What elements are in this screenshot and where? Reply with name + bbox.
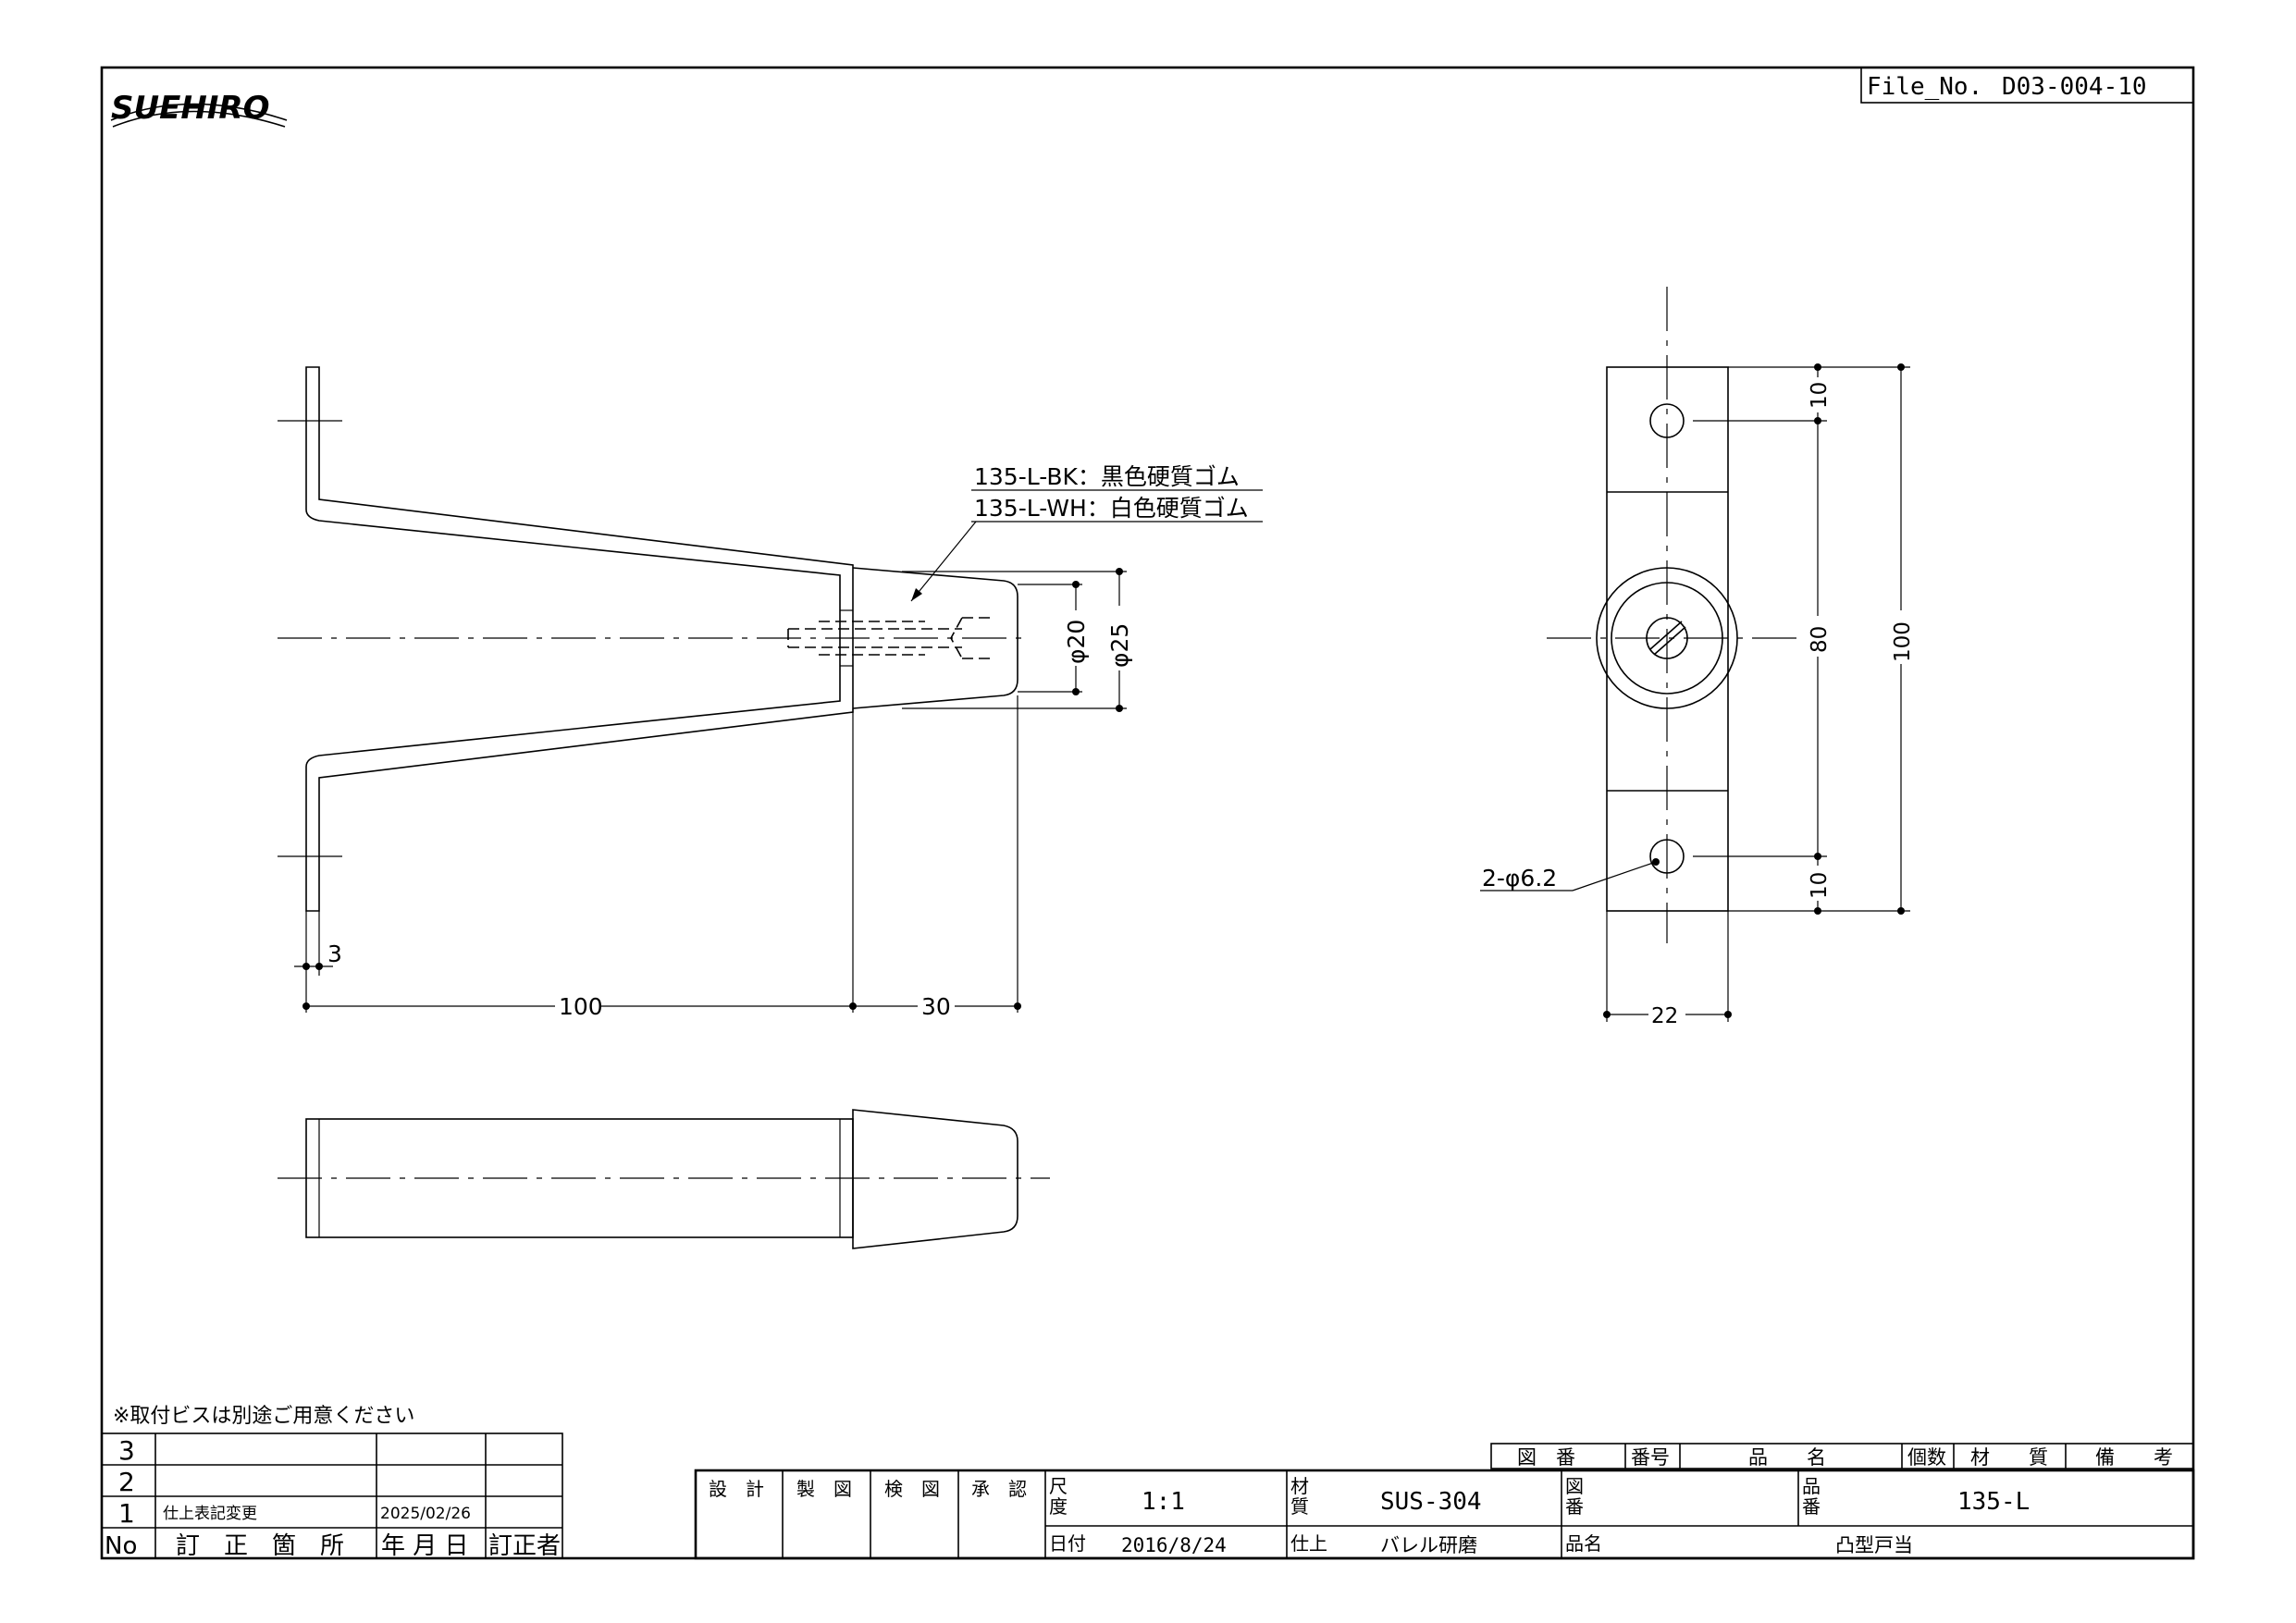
part-no-label-1: 品 <box>1802 1475 1821 1497</box>
dim-height-100: 100 <box>1891 621 1915 662</box>
material-label-1: 材 <box>1290 1475 1309 1497</box>
dim-top-10: 10 <box>1808 382 1832 409</box>
parts-col-drawing-no: 図 番 <box>1517 1446 1575 1469</box>
dim-dia-20: φ20 <box>1063 620 1090 664</box>
callout-bk: 135-L-BK：黒色硬質ゴム <box>974 463 1240 490</box>
dim-bottom-10: 10 <box>1808 872 1832 899</box>
drawing-no-label-1: 図 <box>1565 1475 1584 1497</box>
rev-row-1-no: 1 <box>118 1498 135 1529</box>
mounting-note: ※取付ビスは別途ご用意ください <box>113 1405 414 1428</box>
bottom-view <box>278 1109 1050 1249</box>
rev-row-3-no: 3 <box>118 1435 135 1466</box>
front-view: 135-L-BK：黒色硬質ゴム 135-L-WH：白色硬質ゴム φ20 φ25 … <box>278 366 1263 1020</box>
dim-dia-25: φ25 <box>1106 623 1133 668</box>
rev-header-date: 年 月 日 <box>381 1532 469 1560</box>
bracket-plate <box>305 366 854 912</box>
rubber-stopper <box>852 567 1018 709</box>
dim-hole-pitch-80: 80 <box>1808 626 1832 653</box>
approval-check: 検 図 <box>884 1478 940 1500</box>
rev-header-by: 訂正者 <box>488 1532 561 1560</box>
dim-length-100: 100 <box>559 993 603 1020</box>
dim-holes: 2-φ6.2 <box>1482 865 1557 891</box>
scale-value: 1:1 <box>1142 1488 1185 1516</box>
callout-wh: 135-L-WH：白色硬質ゴム <box>974 495 1249 522</box>
drawing-no-label-2: 番 <box>1565 1495 1584 1518</box>
part-name-label: 品名 <box>1565 1532 1602 1555</box>
title-block: 設 計 製 図 検 図 承 認 尺 度 1:1 材 質 SUS-304 図 番 … <box>694 1469 2195 1560</box>
rev-row-1-date: 2025/02/26 <box>380 1505 471 1523</box>
stopper-outer-circle <box>1596 567 1738 709</box>
scale-label-2: 度 <box>1049 1495 1068 1518</box>
dim-width-22: 22 <box>1651 1004 1678 1028</box>
file-no-value: D03-004-10 <box>2002 73 2147 101</box>
part-name-value: 凸型戸当 <box>1835 1534 1913 1556</box>
approval-approve: 承 認 <box>971 1478 1027 1500</box>
material-value: SUS-304 <box>1380 1488 1482 1516</box>
dim-thickness-3: 3 <box>327 941 342 967</box>
parts-col-name: 品 名 <box>1748 1446 1826 1469</box>
sheet-border <box>100 66 2195 1560</box>
dim-length-30: 30 <box>921 993 951 1020</box>
part-no-label-2: 番 <box>1802 1495 1821 1518</box>
file-no-label: File_No. <box>1867 73 1982 101</box>
approval-design: 設 計 <box>709 1478 764 1500</box>
mount-hole-top <box>1649 403 1685 438</box>
parts-list-header: 図 番 番号 品 名 個数 材 質 備 考 <box>1490 1443 2194 1469</box>
parts-col-number: 番号 <box>1631 1446 1670 1469</box>
logo-text: SUEHIRO <box>111 90 270 127</box>
side-plate <box>1606 366 1729 912</box>
rev-row-1-desc: 仕上表記変更 <box>163 1505 257 1523</box>
parts-col-qty: 個数 <box>1907 1446 1946 1469</box>
scale-label-1: 尺 <box>1049 1475 1068 1497</box>
rev-header-no: No <box>105 1532 137 1560</box>
parts-col-remarks: 備 考 <box>2095 1446 2173 1469</box>
part-no-value: 135-L <box>1957 1488 2030 1516</box>
rev-header-desc: 訂 正 箇 所 <box>176 1532 344 1560</box>
finish-label: 仕上 <box>1290 1532 1327 1555</box>
material-label-2: 質 <box>1290 1495 1309 1518</box>
mount-hole-bottom <box>1649 839 1685 874</box>
side-view: 10 80 10 100 22 2-φ6.2 <box>1480 287 1915 1028</box>
bottom-rubber <box>852 1109 1018 1249</box>
finish-value: バレル研磨 <box>1380 1534 1477 1556</box>
rev-row-2-no: 2 <box>118 1467 135 1497</box>
suehiro-logo: SUEHIRO <box>110 90 288 128</box>
revision-table: 3 2 1 仕上表記変更 2025/02/26 No 訂 正 箇 所 年 月 日… <box>101 1432 563 1560</box>
parts-col-material: 材 質 <box>1970 1446 2048 1469</box>
approval-drafting: 製 図 <box>796 1478 852 1500</box>
date-value: 2016/8/24 <box>1121 1534 1227 1556</box>
date-label: 日付 <box>1049 1532 1086 1555</box>
file-number-box: File_No. D03-004-10 <box>1860 67 2194 104</box>
